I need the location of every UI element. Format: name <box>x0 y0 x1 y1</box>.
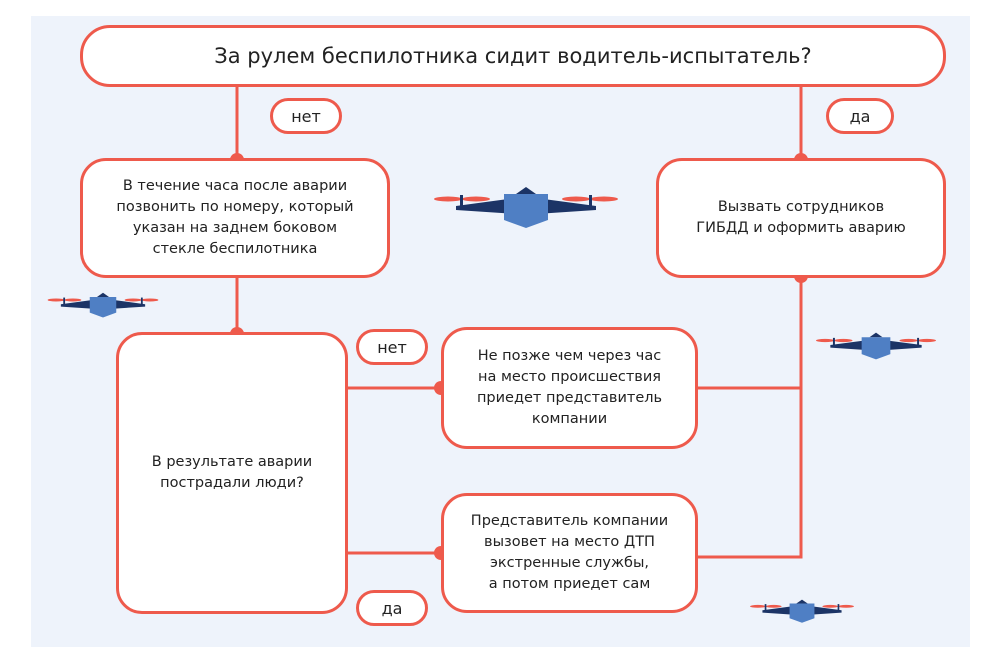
label-no-main-text: нет <box>291 106 321 126</box>
step-call-number-box: В течение часа после аварии позвонить по… <box>80 158 390 278</box>
label-no-main: нет <box>270 98 342 134</box>
main-question-box: За рулем беспилотника сидит водитель-исп… <box>80 25 946 87</box>
label-no-injured-text: нет <box>377 337 407 357</box>
label-yes-injured-text: да <box>381 598 403 618</box>
drone-icon <box>816 332 936 360</box>
drone-icon <box>47 292 159 318</box>
outcome-no-injured-box: Не позже чем через час на место происшес… <box>441 327 698 449</box>
drone-icon <box>434 187 618 228</box>
step-call-number-text: В течение часа после аварии позвонить по… <box>116 178 354 257</box>
drone-icon <box>750 599 854 623</box>
main-question-text: За рулем беспилотника сидит водитель-исп… <box>214 43 812 68</box>
label-yes-main: да <box>826 98 894 134</box>
label-yes-main-text: да <box>849 106 871 126</box>
outcome-injured-text: Представитель компании вызовет на место … <box>470 513 669 592</box>
outcome-injured-box: Представитель компании вызовет на место … <box>441 493 698 613</box>
step-call-police-box: Вызвать сотрудников ГИБДД и оформить ава… <box>656 158 946 278</box>
injured-question-box: В результате аварии пострадали люди? <box>116 332 348 614</box>
connector-police-to-outcomes <box>697 276 803 559</box>
label-no-injured: нет <box>356 329 428 365</box>
outcome-no-injured-text: Не позже чем через час на место происшес… <box>476 348 663 427</box>
step-call-police-text: Вызвать сотрудников ГИБДД и оформить ава… <box>696 199 906 236</box>
injured-question-text: В результате аварии пострадали люди? <box>151 454 313 491</box>
label-yes-injured: да <box>356 590 428 626</box>
